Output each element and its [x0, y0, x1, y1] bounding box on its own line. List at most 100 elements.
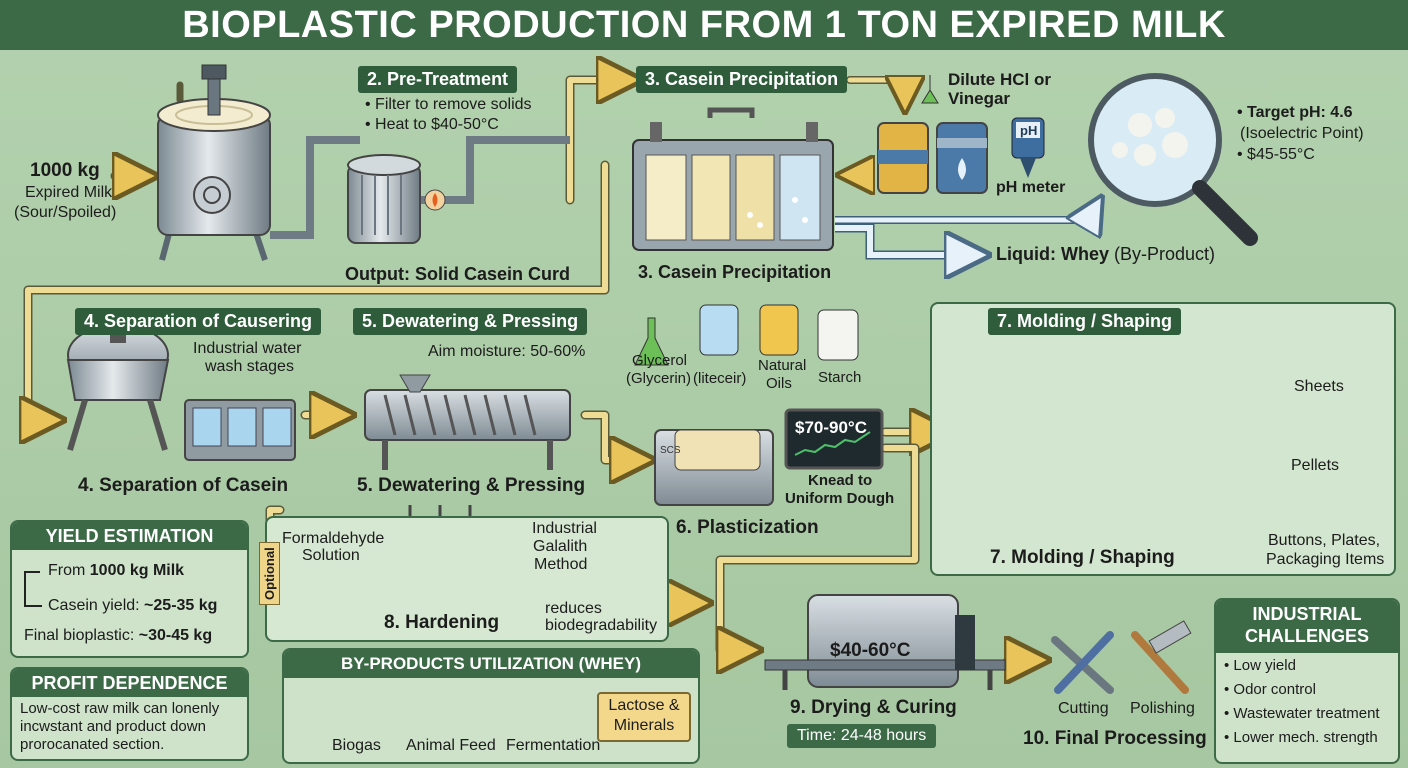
- hardening-panel: [265, 516, 669, 642]
- plasticization-label: 6. Plasticization: [676, 517, 819, 538]
- wash-line-1: Industrial water: [193, 340, 302, 357]
- yield-from-pre: From: [48, 562, 90, 579]
- mixer-badge: SCS: [660, 445, 681, 456]
- magnifier-illustration: [1088, 73, 1258, 246]
- wash-line-2: wash stages: [205, 358, 294, 375]
- curd-output: Output: Solid Casein Curd: [345, 264, 570, 284]
- optional-tag: Optional: [259, 542, 280, 605]
- target-ph: • Target pH: 4.6: [1237, 104, 1353, 121]
- ph-meter-illustration: [1011, 117, 1045, 178]
- galalith-line-2: Galalith: [533, 538, 588, 555]
- whey-label: Liquid: Whey: [996, 244, 1109, 264]
- starch-label: Starch: [818, 369, 862, 386]
- profit-line-1: Low-cost raw milk can lonenly: [20, 700, 220, 717]
- hardening-label: 8. Hardening: [384, 612, 500, 633]
- milk-tank-illustration: [157, 64, 271, 261]
- profit-line-3: prorocanated section.: [20, 736, 165, 753]
- heater-illustration: [347, 154, 446, 244]
- animal-feed-label: Animal Feed: [406, 737, 496, 754]
- final-processing-label: 10. Final Processing: [1023, 728, 1207, 749]
- isoelectric-point: (Isoelectric Point): [1240, 125, 1364, 142]
- ph-meter-label: pH meter: [996, 179, 1066, 196]
- drying-label: 9. Drying & Curing: [790, 697, 957, 718]
- yield-from-amount: 1000 kg Milk: [89, 562, 185, 579]
- challenge-3: • Wastewater treatment: [1224, 705, 1380, 722]
- pretreatment-label: 2. Pre-Treatment: [358, 66, 518, 93]
- items-line-2: Packaging Items: [1266, 551, 1385, 568]
- profit-panel: PROFIT DEPENDENCE: [10, 667, 249, 761]
- fermentation-label: Fermentation: [506, 737, 601, 754]
- warning-line-2: biodegradability: [545, 617, 658, 634]
- pretreatment-bullet-1: • Filter to remove solids: [365, 96, 532, 113]
- molding-label-bottom: 7. Molding / Shaping: [990, 547, 1175, 568]
- separation-label-bottom: 4. Separation of Casein: [78, 475, 289, 496]
- items-line-1: Buttons, Plates,: [1268, 532, 1381, 549]
- galalith-line-1: Industrial: [532, 520, 597, 537]
- moisture-target: Aim moisture: 50-60%: [428, 343, 586, 360]
- page-title: BIOPLASTIC PRODUCTION FROM 1 TON EXPIRED…: [182, 3, 1226, 46]
- separation-label-top: 4. Separation of Causering: [75, 308, 322, 335]
- challenge-1: • Low yield: [1224, 657, 1296, 674]
- sheets-label: Sheets: [1294, 378, 1344, 395]
- drying-temp: $40-60°C: [830, 640, 911, 661]
- mixer-illustration: [654, 408, 884, 506]
- byproducts-panel: BY-PRODUCTS UTILIZATION (WHEY): [282, 648, 700, 764]
- precipitation-tanks-illustration: [632, 107, 834, 251]
- knead-line-1: Knead to: [808, 472, 873, 489]
- polishing-label: Polishing: [1130, 700, 1195, 717]
- molding-panel: [930, 302, 1396, 576]
- yield-header: YIELD ESTIMATION: [12, 522, 247, 550]
- input-label: Expired Milk: [25, 184, 113, 201]
- formaldehyde-line-1: Formaldehyde: [282, 530, 385, 547]
- yield-from: From 1000 kg Milk: [48, 562, 184, 580]
- title-bar: BIOPLASTIC PRODUCTION FROM 1 TON EXPIRED…: [0, 0, 1408, 50]
- acid-label: Dilute HCl or Vinegar: [948, 70, 1051, 108]
- profit-line-2: incwstant and product down: [20, 718, 206, 735]
- tools-illustration: [1051, 620, 1192, 694]
- challenges-header-1: INDUSTRIAL: [1252, 604, 1362, 624]
- formaldehyde-line-2: Solution: [302, 547, 360, 564]
- biogas-label: Biogas: [332, 737, 381, 754]
- byproducts-header: BY-PRODUCTS UTILIZATION (WHEY): [284, 650, 698, 678]
- pellets-label: Pellets: [1291, 457, 1340, 474]
- yield-casein-amount: ~25-35 kg: [144, 597, 218, 614]
- warning-line-1: reduces: [545, 600, 602, 617]
- liteceir-label: (liteceir): [693, 370, 747, 387]
- challenge-4: • Lower mech. strength: [1224, 729, 1378, 746]
- centrifuge-illustration: [66, 324, 296, 461]
- plasticization-temp: $70-90°C: [795, 418, 868, 437]
- screw-press-illustration: [364, 374, 571, 470]
- casein-label-top: 3. Casein Precipitation: [636, 66, 848, 93]
- lactose-line-2: Minerals: [613, 717, 675, 734]
- input-condition: (Sour/Spoiled): [14, 204, 117, 221]
- pretreatment-bullet-2: • Heat to $40-50°C: [365, 116, 499, 133]
- whey-pipe: [835, 223, 985, 260]
- lactose-line-1: Lactose &: [608, 697, 680, 714]
- yield-final-pre: Final bioplastic:: [24, 627, 139, 644]
- acid-barrels-illustration: [877, 75, 988, 194]
- dewatering-label-bottom: 5. Dewatering & Pressing: [357, 475, 586, 496]
- knead-line-2: Uniform Dough: [785, 490, 895, 507]
- cutting-label: Cutting: [1058, 700, 1109, 717]
- yield-casein-pre: Casein yield:: [48, 597, 145, 614]
- drying-time: Time: 24-48 hours: [787, 724, 937, 748]
- molding-label-top: 7. Molding / Shaping: [988, 308, 1181, 335]
- ph-icon-label: pH: [1020, 123, 1038, 138]
- yield-casein: Casein yield: ~25-35 kg: [48, 597, 217, 615]
- casein-label-bottom: 3. Casein Precipitation: [638, 262, 832, 282]
- yield-final: Final bioplastic: ~30-45 kg: [24, 627, 212, 645]
- glycerin-label: (Glycerin): [626, 370, 692, 387]
- yield-panel: YIELD ESTIMATION: [10, 520, 249, 658]
- challenge-2: • Odor control: [1224, 681, 1316, 698]
- yield-final-amount: ~30-45 kg: [138, 627, 213, 644]
- input-amount: 1000 kg: [30, 160, 100, 181]
- plasticizer-bottles-illustration: [634, 304, 859, 366]
- dryer-illustration: [764, 594, 1006, 690]
- galalith-line-3: Method: [534, 556, 588, 573]
- glycerol-label: Glycerol: [632, 352, 688, 369]
- whey-output: Liquid: Whey (By-Product): [996, 244, 1215, 265]
- lactose-badge: Lactose & Minerals: [597, 692, 691, 742]
